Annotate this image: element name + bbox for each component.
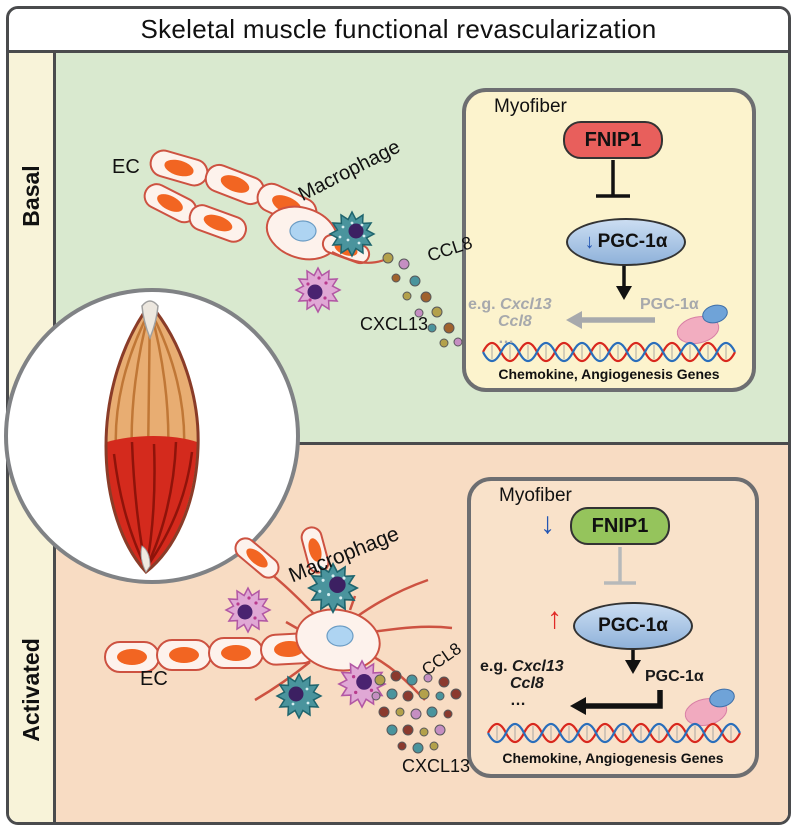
eg-genes-list: e.g. Cxcl13 Ccl8 … [468,296,552,347]
fnip1-node: FNIP1 [563,121,663,159]
cxcl13-label: CXCL13 [360,314,429,334]
pgc1a-gene-label: PGC-1α [645,668,704,685]
ec-label: EC [112,156,140,178]
basal-section-label: Basal [18,165,44,227]
upregulation-arrow-icon: ↑ [547,602,562,635]
activated-section-label: Activated [18,638,44,742]
title-bar: Skeletal muscle functional revasculariza… [9,9,788,53]
muscle-illustration [104,300,200,575]
genes-caption: Chemokine, Angiogenesis Genes [498,366,720,382]
cxcl13-label: CXCL13 [402,756,471,776]
ec-label: EC [140,668,168,690]
pgc1a-gene-label: PGC-1α [640,296,699,313]
eg-genes-list: e.g. Cxcl13 Ccl8 … [480,658,564,709]
pgc1a-node: ↓ PGC-1α [566,218,686,266]
muscle-inset [4,288,300,584]
downregulation-arrow-icon: ↓ [584,230,595,253]
genes-caption: Chemokine, Angiogenesis Genes [502,750,724,766]
fnip1-node: FNIP1 [570,507,670,545]
pgc1a-node: PGC-1α [573,602,693,650]
downregulation-arrow-icon: ↓ [540,507,555,540]
myofiber-title: Myofiber [494,96,567,117]
myofiber-title: Myofiber [499,485,572,506]
page-title: Skeletal muscle functional revasculariza… [140,14,657,44]
